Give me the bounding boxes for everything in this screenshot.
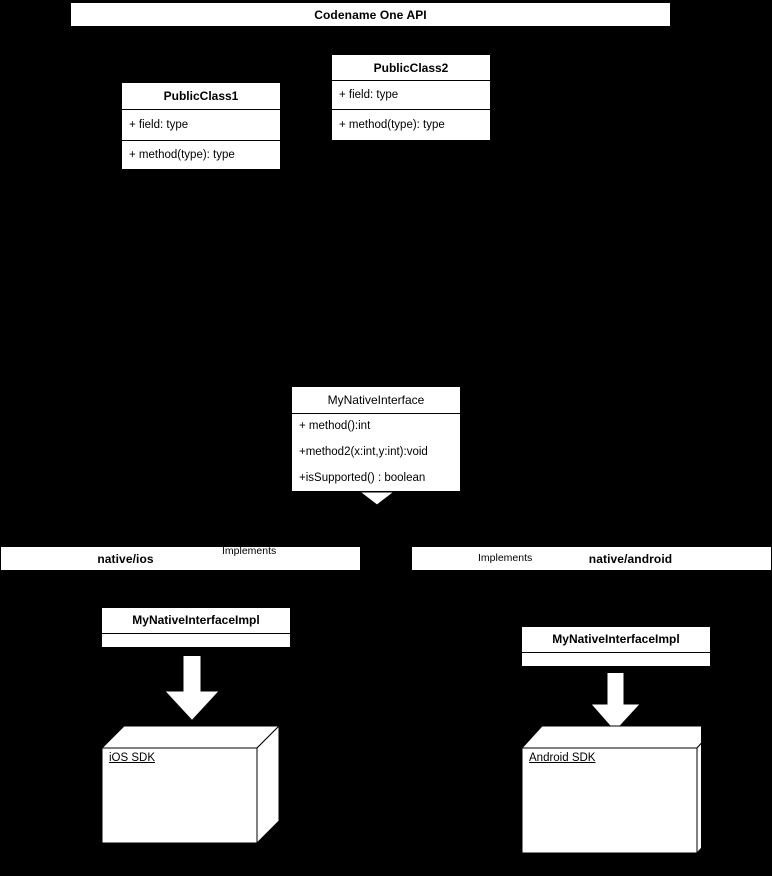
platform-band-native-android: native/android <box>411 546 772 571</box>
impl-class-name-android: MyNativeInterfaceImpl <box>552 632 680 647</box>
compartment-divider <box>122 109 280 111</box>
class-box-publicclass2: PublicClass2 + field: type + method(type… <box>331 54 491 141</box>
impl-class-name-ios: MyNativeInterfaceImpl <box>132 613 260 628</box>
codename-one-api-label: Codename One API <box>314 7 427 22</box>
class-field-row: + field: type <box>339 89 399 102</box>
class-box-mynativeinterfaceimpl-android: MyNativeInterfaceImpl <box>521 626 711 667</box>
compartment-divider <box>332 108 490 110</box>
platform-band-native-ios: native/ios <box>0 546 361 571</box>
sdk-node-label-android: Android SDK <box>529 752 596 764</box>
class-field-row: + field: type <box>129 119 189 132</box>
sdk-node-android: Android SDK <box>521 724 701 855</box>
interface-name: MyNativeInterface <box>327 392 425 407</box>
class-method-row: + method(type): type <box>129 148 235 161</box>
compartment-divider <box>122 139 280 141</box>
dependency-block-arrow-ios-icon <box>166 656 218 720</box>
class-box-mynativeinterfaceimpl-ios: MyNativeInterfaceImpl <box>101 607 291 648</box>
impl-empty-compartment <box>522 653 710 666</box>
interface-box-mynativeinterface: MyNativeInterface + method():int +method… <box>291 386 461 492</box>
platform-band-label-ios: native/ios <box>97 551 154 566</box>
implements-label-ios: Implements <box>222 545 277 557</box>
platform-band-label-android: native/android <box>588 551 673 566</box>
class-method-row: + method(type): type <box>339 118 445 131</box>
compartment-divider <box>102 632 290 634</box>
dependency-block-arrow-android-icon <box>592 673 640 731</box>
compartment-divider <box>332 80 490 82</box>
generalization-arrowhead-icon <box>359 491 395 507</box>
compartment-divider <box>522 651 710 653</box>
class-name-publicclass2: PublicClass2 <box>373 60 449 75</box>
codename-one-api-band: Codename One API <box>70 2 671 27</box>
interface-method-row: +isSupported() : boolean <box>299 471 426 484</box>
compartment-divider <box>292 412 460 414</box>
interface-method-row: +method2(x:int,y:int):void <box>299 445 428 458</box>
interface-method-row: + method():int <box>299 420 371 433</box>
class-name-publicclass1: PublicClass1 <box>163 89 239 104</box>
implements-label-android: Implements <box>478 552 533 564</box>
impl-empty-compartment <box>102 634 290 647</box>
sdk-node-label-ios: iOS SDK <box>109 752 156 764</box>
class-box-publicclass1: PublicClass1 + field: type + method(type… <box>121 82 281 170</box>
sdk-node-ios: iOS SDK <box>101 724 281 845</box>
